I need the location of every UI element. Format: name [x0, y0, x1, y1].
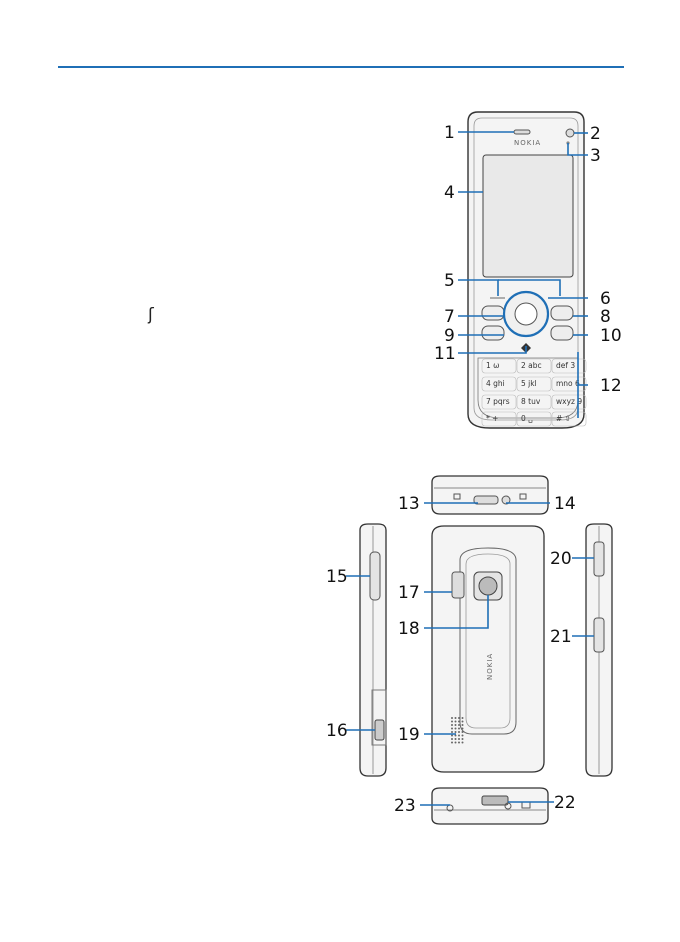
- callout-13: 13: [398, 494, 420, 514]
- callout-14: 14: [554, 494, 576, 514]
- callout-22: 22: [554, 793, 576, 813]
- speaker-hole: [455, 717, 457, 719]
- speaker-hole: [458, 738, 460, 740]
- speaker-hole: [451, 728, 453, 730]
- top-view: [432, 476, 548, 514]
- callout-3: 3: [590, 146, 601, 166]
- call-key: [482, 326, 504, 340]
- speaker-hole: [462, 717, 464, 719]
- speaker-hole: [455, 721, 457, 723]
- keypad-key-label: 0 ␣: [521, 414, 533, 423]
- callout-8: 8: [600, 307, 611, 327]
- speaker-hole: [458, 717, 460, 719]
- keypad-key-label: 7 pqrs: [486, 397, 510, 406]
- callout-2: 2: [590, 124, 601, 144]
- keypad-key-label: 8 tuv: [521, 397, 541, 406]
- speaker-hole: [462, 731, 464, 733]
- speaker-hole: [462, 728, 464, 730]
- volume-keys: [370, 552, 380, 600]
- camera-flash: [452, 572, 464, 598]
- speaker-hole: [462, 721, 464, 723]
- callout-4: 4: [444, 183, 455, 203]
- front-brand-logo: NOKIA: [514, 139, 541, 147]
- keypad-key-label: mno 6: [556, 379, 580, 388]
- speaker-hole: [455, 724, 457, 726]
- micro-usb-connector: [375, 720, 384, 740]
- speaker-hole: [458, 728, 460, 730]
- callout-21: 21: [550, 627, 572, 647]
- earpiece: [514, 130, 530, 134]
- speaker-hole: [451, 738, 453, 740]
- speaker-hole: [458, 742, 460, 744]
- right-side-view: [586, 524, 612, 776]
- zoom-volume-key: [594, 542, 604, 576]
- menu-key-icon: ʃ: [147, 305, 155, 325]
- left-select-key: [482, 306, 504, 320]
- front-camera-icon: [566, 129, 574, 137]
- callout-18: 18: [398, 619, 420, 639]
- keypad-key-label: def 3: [556, 361, 575, 370]
- speaker-hole: [462, 742, 464, 744]
- bottom-view: [432, 788, 548, 824]
- speaker-hole: [458, 735, 460, 737]
- speaker-hole: [455, 728, 457, 730]
- callout-16: 16: [326, 721, 348, 741]
- keypad-key-label: # ⇧: [556, 414, 571, 423]
- speaker-hole: [451, 731, 453, 733]
- speaker-hole: [458, 721, 460, 723]
- callout-1: 1: [444, 123, 455, 143]
- display: [483, 155, 573, 277]
- speaker-hole: [451, 724, 453, 726]
- callout-7: 7: [444, 307, 455, 327]
- keypad-key-label: 4 ghi: [486, 379, 505, 388]
- callout-11: 11: [434, 344, 456, 364]
- keypad-key-label: * +: [486, 414, 498, 423]
- speaker-hole: [462, 724, 464, 726]
- callout-12: 12: [600, 376, 622, 396]
- speaker-hole: [458, 731, 460, 733]
- back-brand-logo: NOKIA: [486, 653, 494, 680]
- callout-15: 15: [326, 567, 348, 587]
- speaker-hole: [455, 738, 457, 740]
- right-select-key: [551, 306, 573, 320]
- keypad-key-label: 5 jkl: [521, 379, 537, 388]
- speaker-hole: [451, 721, 453, 723]
- left-side-view: [360, 524, 386, 776]
- callout-5: 5: [444, 271, 455, 291]
- callout-9: 9: [444, 326, 455, 346]
- callout-6: 6: [600, 289, 611, 309]
- callout-19: 19: [398, 725, 420, 745]
- capture-key: [594, 618, 604, 652]
- end-key: [551, 326, 573, 340]
- callout-20: 20: [550, 549, 572, 569]
- keypad-key-label: 1 ω: [486, 361, 499, 370]
- navi-center-key: [515, 303, 537, 325]
- speaker-hole: [458, 724, 460, 726]
- speaker-hole: [451, 717, 453, 719]
- speaker-hole: [455, 742, 457, 744]
- callout-17: 17: [398, 583, 420, 603]
- speaker-hole: [462, 735, 464, 737]
- speaker-hole: [455, 731, 457, 733]
- back-view: NOKIA: [432, 526, 544, 772]
- callout-10: 10: [600, 326, 622, 346]
- memory-card-slot: [482, 796, 508, 805]
- keypad-key-label: 2 abc: [521, 361, 542, 370]
- callout-23: 23: [394, 796, 416, 816]
- speaker-hole: [451, 742, 453, 744]
- speaker-hole: [462, 738, 464, 740]
